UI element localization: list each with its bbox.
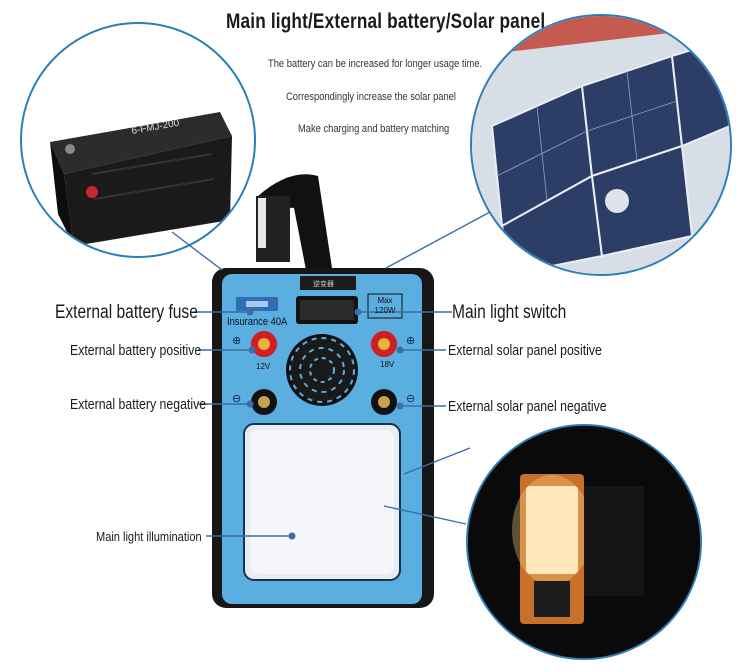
subtitle-line-2: Correspondingly increase the solar panel [286, 91, 456, 103]
label-main-switch: Main light switch [452, 302, 567, 323]
solar-panel-image [470, 14, 732, 276]
page-title: Main light/External battery/Solar panel [226, 10, 546, 33]
subtitle-line-3: Make charging and battery matching [298, 123, 450, 135]
svg-text:⊖: ⊖ [232, 393, 241, 405]
device-top-text: 逆变器 [313, 281, 334, 288]
label-battery-negative: External battery negative [70, 396, 207, 413]
svg-text:⊖: ⊖ [406, 393, 415, 405]
fuse-rating: Insurance 40A [227, 316, 288, 328]
external-battery-image: 6-FMJ-200 [20, 22, 256, 258]
label-illumination: Main light illumination [96, 529, 202, 544]
max-power-badge: Max 120W [374, 296, 396, 315]
lamp-lit-image [466, 424, 702, 660]
subtitle-line-1: The battery can be increased for longer … [268, 58, 483, 70]
solar-voltage: 18V [380, 360, 395, 369]
svg-text:⊕: ⊕ [232, 335, 241, 347]
label-solar-positive: External solar panel positive [448, 342, 602, 359]
label-battery-fuse: External battery fuse [55, 302, 198, 323]
label-battery-positive: External battery positive [70, 342, 202, 359]
label-solar-negative: External solar panel negative [448, 398, 607, 415]
battery-voltage: 12V [256, 362, 271, 371]
svg-text:⊕: ⊕ [406, 335, 415, 347]
